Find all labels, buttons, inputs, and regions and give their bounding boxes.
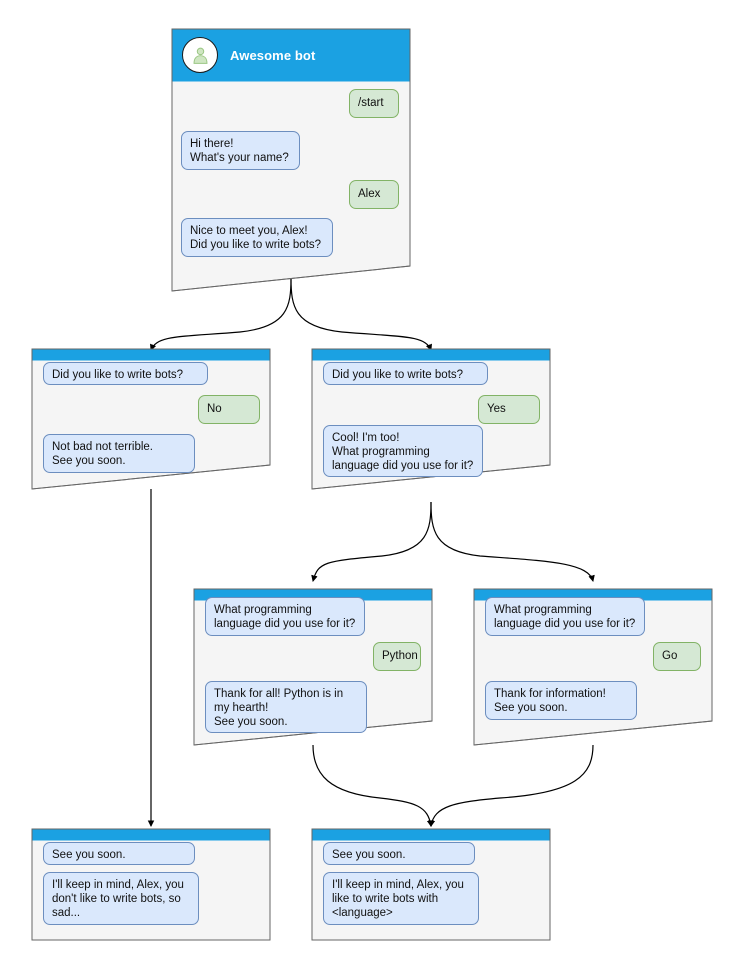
bubble-bot-nice-to-meet: Nice to meet you, Alex! Did you like to … — [181, 218, 333, 257]
node-root[interactable]: Awesome bot /start Hi there! What's your… — [171, 28, 411, 292]
bubble-bot-thank-for-all: Thank for all! Python is in my hearth! S… — [205, 681, 367, 733]
bubble-user-no: No — [198, 395, 260, 424]
bubble-bot-did-you-like: Did you like to write bots? — [323, 362, 488, 385]
node-yes-branch[interactable]: Did you like to write bots? Yes Cool! I'… — [311, 348, 551, 490]
node-end-happy[interactable]: See you soon. I'll keep in mind, Alex, y… — [311, 828, 551, 941]
bubble-bot-not-bad: Not bad not terrible. See you soon. — [43, 434, 195, 473]
bubble-bot-greeting: Hi there! What's your name? — [181, 131, 300, 170]
edge-yes-to-go — [430, 501, 595, 582]
bubble-bot-thank-for-information: Thank for information! See you soon. — [485, 681, 637, 720]
bubble-user-start: /start — [349, 89, 399, 118]
bubble-bot-did-you-like: Did you like to write bots? — [43, 362, 208, 385]
bubble-user-python: Python — [373, 642, 421, 671]
edge-python-to-end-happy — [312, 744, 434, 827]
bubble-user-yes: Yes — [478, 395, 540, 424]
bubble-bot-what-language: What programming language did you use fo… — [485, 597, 645, 636]
node-no-branch[interactable]: Did you like to write bots? No Not bad n… — [31, 348, 271, 490]
bubble-bot-keep-in-mind-happy: I'll keep in mind, Alex, you like to wri… — [323, 872, 479, 925]
edge-yes-to-python — [311, 501, 432, 582]
person-avatar-icon — [182, 37, 218, 73]
bubble-user-go: Go — [653, 642, 701, 671]
bubble-bot-what-language: What programming language did you use fo… — [205, 597, 365, 636]
bubble-bot-see-you-soon: See you soon. — [43, 842, 195, 865]
bubble-bot-see-you-soon: See you soon. — [323, 842, 475, 865]
bubble-bot-cool-im-too: Cool! I'm too! What programming language… — [323, 425, 483, 477]
node-go-branch[interactable]: What programming language did you use fo… — [473, 588, 713, 746]
bubble-user-name: Alex — [349, 180, 399, 209]
root-header-title: Awesome bot — [230, 48, 316, 63]
edge-go-to-end-happy — [428, 744, 594, 827]
bubble-bot-keep-in-mind-sad: I'll keep in mind, Alex, you don't like … — [43, 872, 199, 925]
node-python-branch[interactable]: What programming language did you use fo… — [193, 588, 433, 746]
node-end-sad[interactable]: See you soon. I'll keep in mind, Alex, y… — [31, 828, 271, 941]
